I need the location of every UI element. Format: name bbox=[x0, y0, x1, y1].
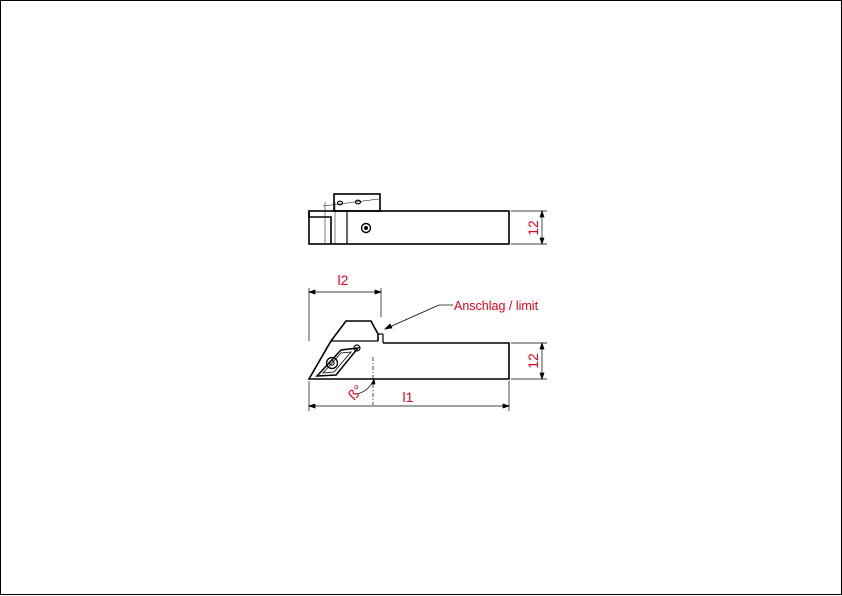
shank-top bbox=[308, 210, 510, 245]
l1-label: l1 bbox=[403, 389, 414, 405]
side-view-height-dimension bbox=[511, 341, 547, 381]
insert-pocket-top bbox=[308, 211, 332, 244]
clamp-hole-left bbox=[336, 200, 344, 206]
center-line-top bbox=[322, 198, 380, 207]
side-view-height-label: 12 bbox=[525, 353, 541, 369]
l1-dimension bbox=[307, 381, 511, 411]
l2-dimension bbox=[307, 288, 383, 341]
cutting-insert bbox=[315, 347, 360, 377]
angle-dimension bbox=[356, 357, 376, 405]
clamp-block-top bbox=[333, 193, 381, 212]
side-view bbox=[307, 320, 510, 380]
top-view bbox=[308, 193, 510, 245]
angle-label: ß° bbox=[345, 382, 366, 403]
insert-screw bbox=[325, 356, 339, 370]
stop-note-leader bbox=[384, 304, 453, 330]
top-view-height-dimension bbox=[511, 209, 547, 246]
screw-head bbox=[360, 222, 372, 234]
l2-label: l2 bbox=[338, 272, 349, 288]
top-view-height-label: 12 bbox=[525, 220, 541, 236]
clamp-screw bbox=[353, 344, 361, 352]
stop-note-label: Anschlag / limit bbox=[454, 299, 539, 313]
